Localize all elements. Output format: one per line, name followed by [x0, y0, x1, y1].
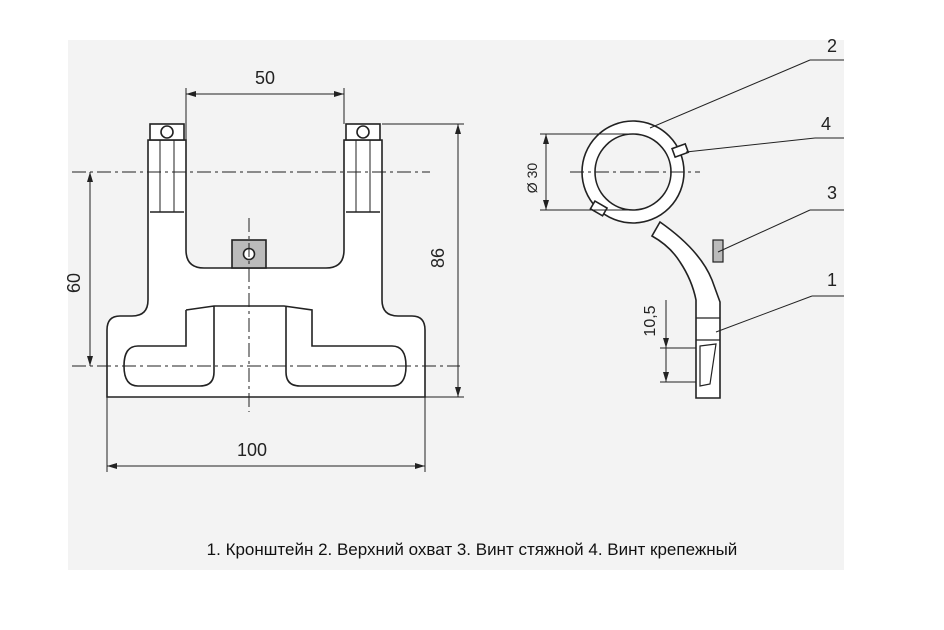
side-screw-3 [712, 239, 724, 263]
right-screw-hex [356, 125, 370, 139]
leader-lines [649, 59, 844, 333]
center-stem [123, 305, 407, 387]
parts-legend-caption: 1. Кронштейн 2. Верхний охват 3. Винт ст… [206, 540, 738, 559]
dim-bottom-label: 100 [237, 440, 267, 460]
ring-screw-bottom [589, 199, 609, 217]
front-dimensions [89, 88, 464, 472]
dim-left-label: 60 [64, 273, 84, 293]
side-bracket-arm [650, 220, 721, 399]
dim-right-label: 86 [428, 248, 448, 268]
side-arrowheads [543, 134, 669, 382]
callout-1-label: 1 [827, 270, 837, 290]
callout-3-label: 3 [827, 183, 837, 203]
side-view [540, 59, 844, 399]
left-screw-hex [160, 125, 174, 139]
dim-top-label: 50 [255, 68, 275, 88]
callout-4-label: 4 [821, 114, 831, 134]
front-view [72, 88, 464, 472]
front-arrowheads [87, 91, 461, 469]
center-lines [72, 171, 460, 412]
ring-screw-top [671, 142, 690, 159]
callout-2-label: 2 [827, 36, 837, 56]
dim-diameter-label: Ø 30 [524, 163, 540, 194]
dim-small-label: 10,5 [642, 305, 659, 336]
